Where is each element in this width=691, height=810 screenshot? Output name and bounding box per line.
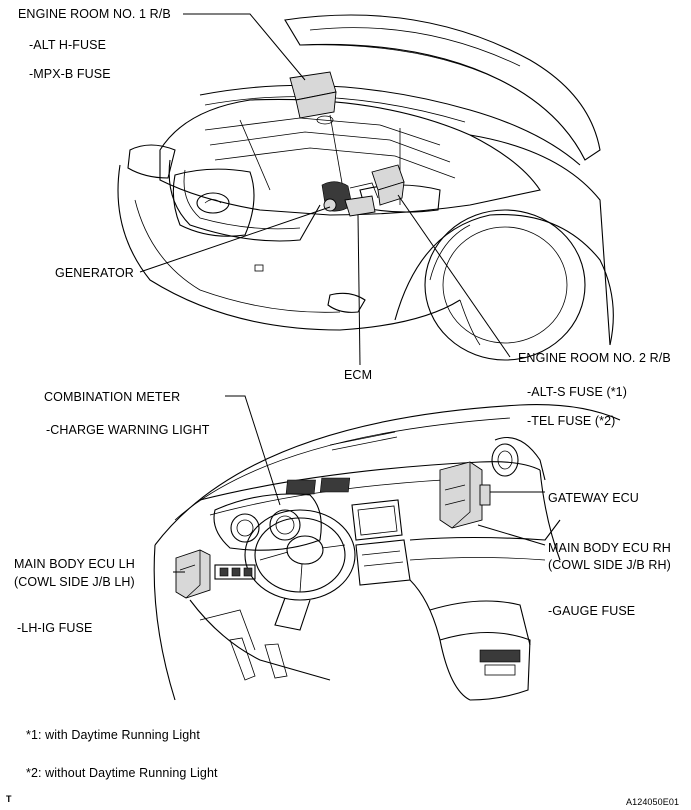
label-combination-meter: COMBINATION METER <box>44 390 181 404</box>
interior-drawing <box>153 404 621 701</box>
figure-id: A124050E01 <box>626 797 680 807</box>
bottom-leader-lines <box>173 395 546 573</box>
note-daytime-running-light: *1: with Daytime Running Light <box>26 728 200 742</box>
label-cowl-side-jb-lh: (COWL SIDE J/B LH) <box>14 575 135 589</box>
label-charge-warning-light: -CHARGE WARNING LIGHT <box>46 423 210 437</box>
label-engine-room-no2: ENGINE ROOM NO. 2 R/B <box>518 351 671 365</box>
footer-mark: T <box>6 794 12 804</box>
label-alt-s-fuse: -ALT-S FUSE (*1) <box>527 385 627 399</box>
label-alt-h-fuse: -ALT H-FUSE <box>29 38 107 52</box>
label-lh-ig-fuse: -LH-IG FUSE <box>17 621 93 635</box>
note-without-daytime-running-light: *2: without Daytime Running Light <box>26 766 218 780</box>
top-leader-lines <box>139 13 511 366</box>
label-main-body-ecu-rh: MAIN BODY ECU RH <box>548 541 671 555</box>
label-cowl-side-jb-rh: (COWL SIDE J/B RH) <box>548 558 671 572</box>
label-gateway-ecu: GATEWAY ECU <box>548 491 639 505</box>
label-tel-fuse: -TEL FUSE (*2) <box>527 414 616 428</box>
label-gauge-fuse: -GAUGE FUSE <box>548 604 636 618</box>
label-generator: GENERATOR <box>55 266 134 280</box>
engine-bay-drawing <box>117 14 614 361</box>
label-ecm: ECM <box>344 368 373 382</box>
label-engine-room-no1: ENGINE ROOM NO. 1 R/B <box>18 7 171 21</box>
label-mpx-b-fuse: -MPX-B FUSE <box>29 67 111 81</box>
label-main-body-ecu-lh: MAIN BODY ECU LH <box>14 557 135 571</box>
